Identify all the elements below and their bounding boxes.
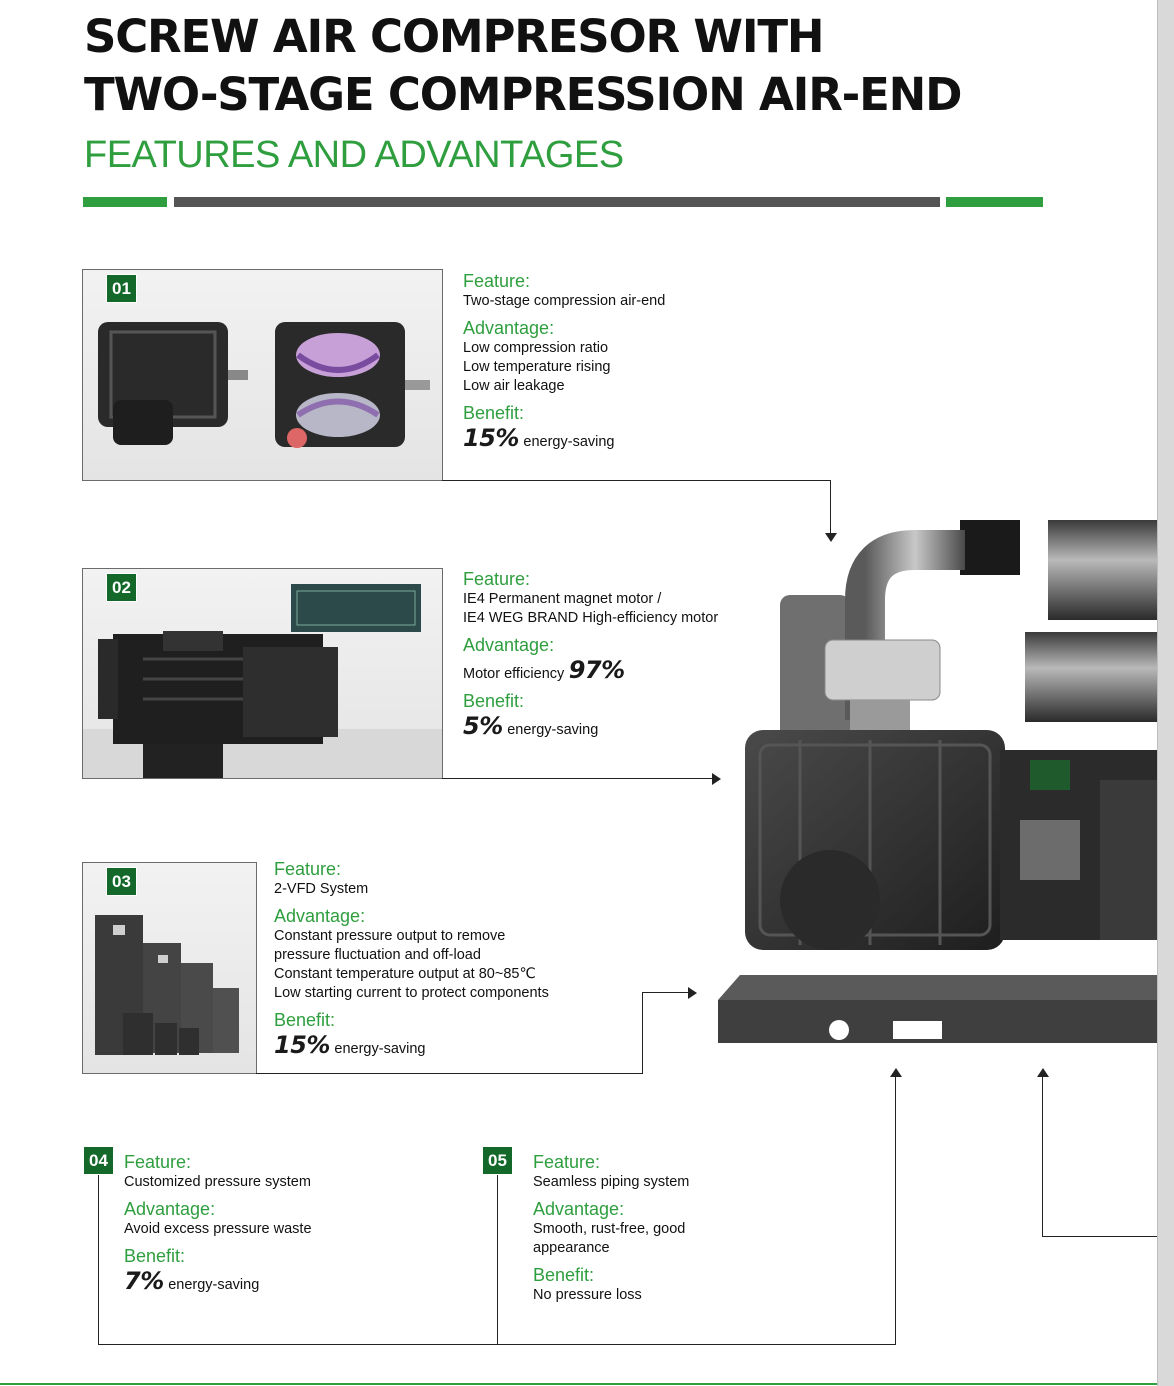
connector-right-h xyxy=(1042,1236,1157,1237)
item-02-benefit: 5% energy-saving xyxy=(463,712,783,740)
page-edge xyxy=(1157,0,1174,1386)
arrow-03 xyxy=(688,987,697,999)
connector-right-v xyxy=(1042,1076,1043,1237)
item-01-image: 01 xyxy=(82,269,443,481)
item-03-advantage-2: pressure fluctuation and off-load xyxy=(274,947,481,963)
item-02-advantage-heading: Advantage: xyxy=(463,635,555,655)
item-03-advantage-heading: Advantage: xyxy=(274,906,366,926)
item-05-left-rule xyxy=(497,1175,498,1345)
item-04-left-rule xyxy=(98,1175,99,1345)
item-04-number: 04 xyxy=(83,1146,114,1175)
item-01-benefit-label: energy-saving xyxy=(523,434,615,450)
item-01-advantage-3: Low air leakage xyxy=(463,378,565,394)
item-02-benefit-value: 5% xyxy=(463,712,503,740)
item-04-feature-heading: Feature: xyxy=(124,1152,192,1172)
arrow-02 xyxy=(712,773,721,785)
item-03-number: 03 xyxy=(106,867,137,896)
item-02-image: 02 xyxy=(82,568,443,779)
item-05-advantage-1: Smooth, rust-free, good xyxy=(533,1221,686,1237)
connector-03-h2 xyxy=(642,992,690,993)
item-01-advantage-1: Low compression ratio xyxy=(463,340,609,356)
connector-02-h xyxy=(442,778,714,779)
item-03-advantage-4: Low starting current to protect componen… xyxy=(274,985,549,1001)
page-subtitle: FEATURES AND ADVANTAGES xyxy=(84,134,624,176)
arrow-04 xyxy=(890,1068,902,1077)
vfd-image xyxy=(95,915,239,1055)
item-03-image: 03 xyxy=(82,862,257,1074)
item-04-benefit: 7% energy-saving xyxy=(124,1267,454,1295)
item-01-benefit: 15% energy-saving xyxy=(463,424,783,452)
item-02-feature-heading: Feature: xyxy=(463,569,531,589)
item-02-advantage: Motor efficiency 97% xyxy=(463,656,783,684)
item-04-benefit-label: energy-saving xyxy=(168,1277,260,1293)
bottom-rule xyxy=(0,1383,1157,1385)
item-01-benefit-heading: Benefit: xyxy=(463,403,525,423)
connector-01-v xyxy=(830,480,831,535)
item-01-feature: Two-stage compression air-end xyxy=(463,293,666,309)
item-05-feature: Seamless piping system xyxy=(533,1174,690,1190)
divider-gray xyxy=(174,197,940,207)
arrow-01 xyxy=(825,533,837,542)
item-01-advantage-heading: Advantage: xyxy=(463,318,555,338)
item-02-feature-2: IE4 WEG BRAND High-efficiency motor xyxy=(463,610,719,626)
item-03-benefit-value: 15% xyxy=(274,1031,330,1059)
item-01-feature-heading: Feature: xyxy=(463,271,531,291)
item-04-benefit-value: 7% xyxy=(124,1267,164,1295)
connector-03-v xyxy=(642,992,643,1074)
item-02-feature-1: IE4 Permanent magnet motor / xyxy=(463,591,662,607)
item-03-benefit-heading: Benefit: xyxy=(274,1010,336,1030)
item-01-benefit-value: 15% xyxy=(463,424,519,452)
title-line-2: TWO-STAGE COMPRESSION AIR-END xyxy=(84,68,962,121)
item-02-advantage-value: 97% xyxy=(568,656,625,684)
item-03-feature-heading: Feature: xyxy=(274,859,342,879)
item-05-text: Feature: Seamless piping system Advantag… xyxy=(533,1151,863,1305)
air-end-image xyxy=(98,322,430,448)
item-05-number: 05 xyxy=(482,1146,513,1175)
title-line-1: SCREW AIR COMPRESOR WITH xyxy=(84,10,825,63)
item-03-advantage-1: Constant pressure output to remove xyxy=(274,928,506,944)
item-05-benefit-heading: Benefit: xyxy=(533,1265,595,1285)
item-04-feature: Customized pressure system xyxy=(124,1174,311,1190)
item-02-advantage-text: Motor efficiency xyxy=(463,666,565,682)
item-01-text: Feature: Two-stage compression air-end A… xyxy=(463,270,783,452)
item-01-number: 01 xyxy=(106,274,137,303)
item-04-benefit-heading: Benefit: xyxy=(124,1246,186,1266)
item-02-benefit-label: energy-saving xyxy=(507,722,599,738)
item-03-text: Feature: 2-VFD System Advantage: Constan… xyxy=(274,858,614,1059)
item-03-benefit-label: energy-saving xyxy=(334,1041,426,1057)
item-02-text: Feature: IE4 Permanent magnet motor / IE… xyxy=(463,568,783,740)
divider-green-right xyxy=(946,197,1043,207)
page-title: SCREW AIR COMPRESOR WITH TWO-STAGE COMPR… xyxy=(84,8,962,124)
connector-bottom-v xyxy=(895,1076,896,1345)
connector-bottom-h xyxy=(98,1344,896,1345)
item-03-feature: 2-VFD System xyxy=(274,881,369,897)
item-05-advantage-2: appearance xyxy=(533,1240,610,1256)
connector-01-h xyxy=(442,480,831,481)
motor-image xyxy=(83,584,442,778)
item-05-benefit: No pressure loss xyxy=(533,1287,642,1303)
arrow-05 xyxy=(1037,1068,1049,1077)
item-05-advantage-heading: Advantage: xyxy=(533,1199,625,1219)
item-03-benefit: 15% energy-saving xyxy=(274,1031,614,1059)
item-04-text: Feature: Customized pressure system Adva… xyxy=(124,1151,454,1295)
item-02-benefit-heading: Benefit: xyxy=(463,691,525,711)
divider-green-left xyxy=(83,197,167,207)
item-03-advantage-3: Constant temperature output at 80~85℃ xyxy=(274,966,536,982)
item-04-advantage-heading: Advantage: xyxy=(124,1199,216,1219)
item-04-advantage-1: Avoid excess pressure waste xyxy=(124,1221,312,1237)
item-02-number: 02 xyxy=(106,573,137,602)
connector-03-h xyxy=(256,1073,643,1074)
item-05-feature-heading: Feature: xyxy=(533,1152,601,1172)
item-01-advantage-2: Low temperature rising xyxy=(463,359,611,375)
